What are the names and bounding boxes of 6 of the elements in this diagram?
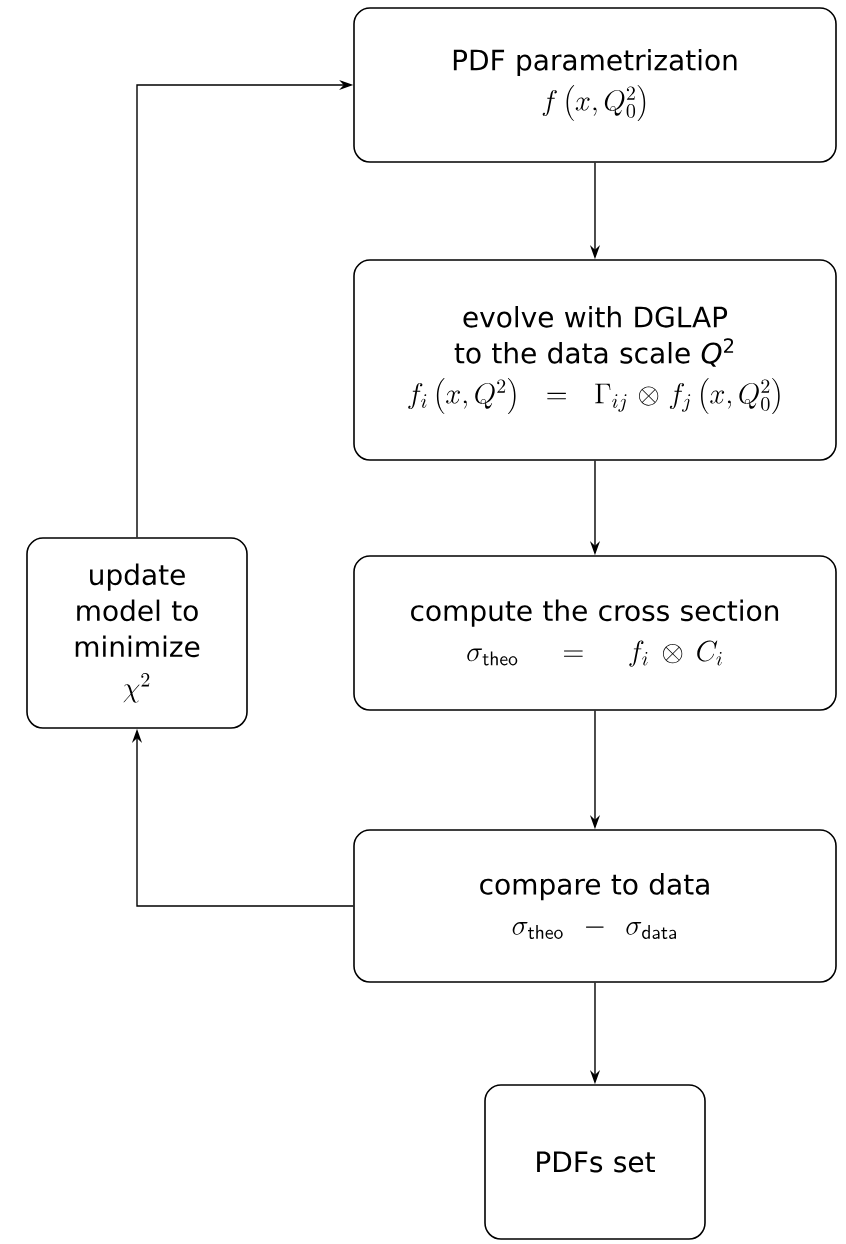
process-box: compute the cross section $\sigma_{\mathsf{theo}} \;=\; f_i \otimes C_i$ <box>353 555 837 711</box>
process-box: PDFs set <box>484 1084 706 1240</box>
process-box: PDF parametrization $f\left(x, Q_0^2\right)$ <box>353 7 837 163</box>
process-box: compare to data $\sigma_{\mathsf{theo}} \,-\, \sigma_{\mathsf{data}}$ <box>353 829 837 983</box>
process-box: update model to minimize $\chi^2$ <box>26 537 248 729</box>
process-box: evolve with DGLAP to the data scale Q$^{2}$ $f_i\left(x, Q^2\right) \;=\; \Gamma_{ij} \otimes f_j\left(x, Q_0^2\right)$ <box>353 259 837 461</box>
